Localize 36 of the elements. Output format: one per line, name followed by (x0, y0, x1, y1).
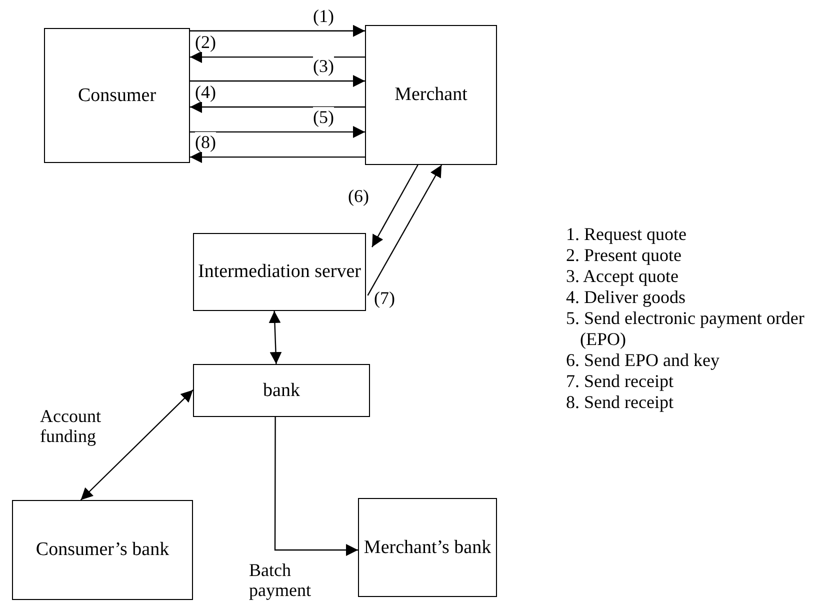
process-box (12, 500, 193, 600)
arrow (190, 151, 365, 164)
legend-text: 8. Send receipt (566, 392, 674, 413)
arrow (190, 126, 365, 138)
legend-text: 6. Send EPO and key (566, 350, 720, 371)
node-label: bank (263, 380, 300, 402)
arrow (274, 417, 358, 556)
legend-text: 2. Present quote (566, 245, 682, 266)
arrow (190, 75, 365, 88)
edge-label: Batch payment (249, 560, 312, 600)
arrow (190, 101, 365, 113)
node-label: Merchant’s bank (364, 536, 492, 558)
node-label: Intermediation server (198, 261, 361, 283)
edge-label: Account funding (40, 406, 102, 446)
edge-label: (8) (195, 132, 216, 152)
arrow (268, 310, 282, 364)
node-label: Merchant (394, 84, 468, 106)
process-box (193, 364, 370, 417)
edge-label: (5) (313, 107, 334, 127)
arrow (372, 164, 418, 248)
legend-text: 4. Deliver goods (566, 287, 686, 308)
arrow (80, 390, 194, 500)
edge-label: (3) (313, 56, 334, 76)
arrow (367, 164, 442, 296)
node-label: Consumer’s bank (36, 539, 170, 561)
legend-text: 7. Send receipt (566, 371, 674, 392)
process-box (44, 28, 190, 163)
legend-text: 3. Accept quote (566, 266, 680, 287)
arrow (190, 24, 365, 37)
process-box (193, 233, 366, 311)
legend-text: 1. Request quote (566, 224, 688, 245)
legend-text: 5. Send electronic payment order (EPO) (566, 308, 806, 350)
arrow (190, 51, 365, 64)
process-box (358, 498, 497, 597)
node-label: Consumer (78, 84, 156, 106)
process-box (365, 25, 497, 165)
